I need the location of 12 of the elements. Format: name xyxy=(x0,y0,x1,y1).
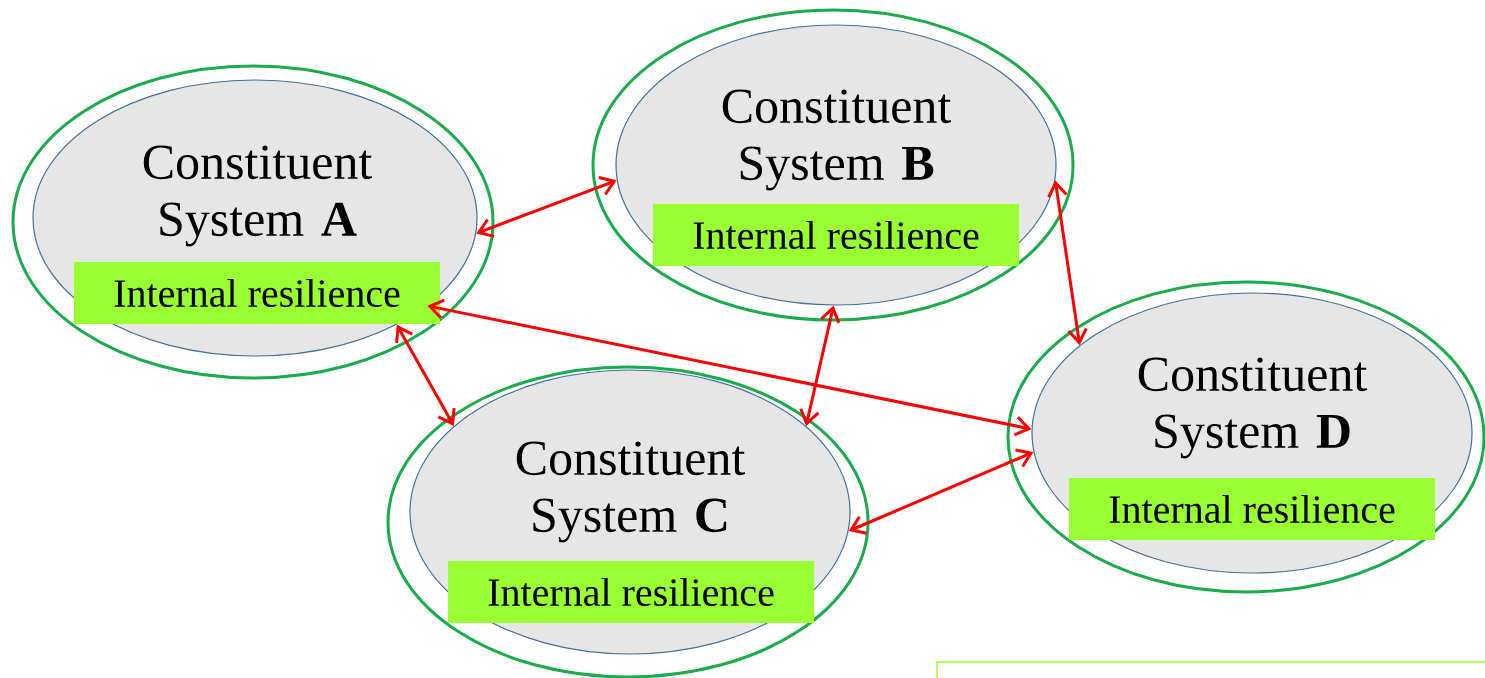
double-arrow xyxy=(476,176,617,238)
double-arrow xyxy=(427,298,1032,437)
resilience-box: Internal resilience xyxy=(448,561,814,623)
double-arrow xyxy=(395,324,456,427)
resilience-box: Internal resilience xyxy=(653,204,1019,266)
double-arrow xyxy=(1047,180,1088,346)
outer-ellipse xyxy=(11,64,495,380)
double-arrow xyxy=(799,305,841,427)
resilience-box: Internal resilience xyxy=(1069,478,1435,540)
outer-ellipse xyxy=(591,8,1075,322)
double-arrow xyxy=(848,448,1034,535)
resilience-box: Internal resilience xyxy=(74,262,440,324)
